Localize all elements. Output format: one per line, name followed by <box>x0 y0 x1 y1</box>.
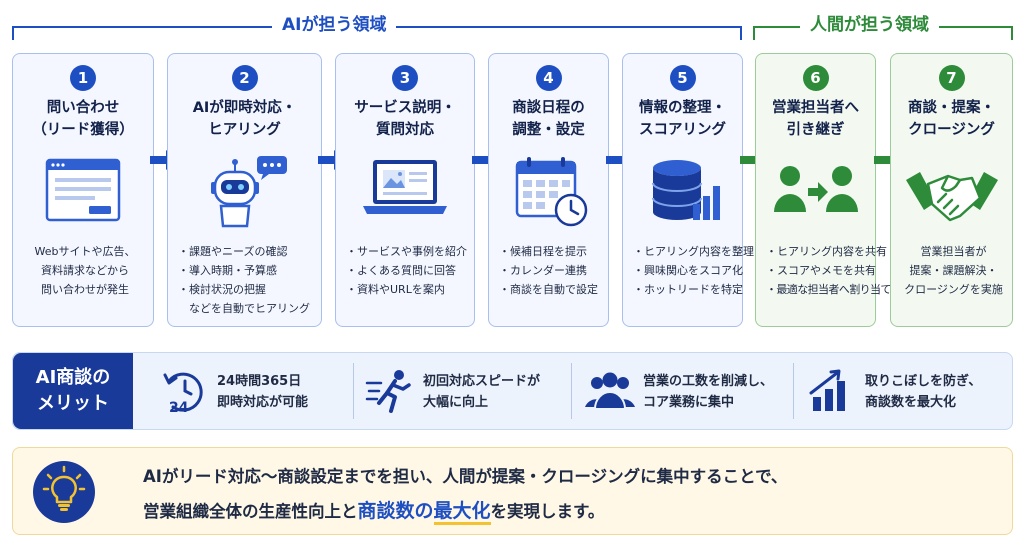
step-title: AIが即時対応・ヒアリング <box>192 100 297 138</box>
summary-line-2: 営業組織全体の生産性向上と商談数の最大化を実現します。 <box>143 496 604 525</box>
merit-text: 初回対応スピードが大幅に向上 <box>423 374 541 410</box>
step-description: 課題やニーズの確認 導入時期・予算感 検討状況の把握 などを自動でヒアリング <box>178 242 315 318</box>
highlight-text: 商談数の <box>357 500 434 522</box>
highlight-underlined-text: 最大化 <box>433 500 491 525</box>
step-title: 問い合わせ（リード獲得） <box>32 100 134 138</box>
laptop-presentation-icon <box>363 160 447 214</box>
calendar-clock-icon <box>515 157 587 227</box>
step-number: 3 <box>392 65 418 91</box>
step-description: 候補日程を提示 カレンダー連携 商談を自動で設定 <box>499 242 602 299</box>
handshake-icon <box>905 172 998 222</box>
step-description: 営業担当者が提案・課題解決・クロージングを実施 <box>904 245 1003 296</box>
merit-item: 初回対応スピードが大幅に向上 <box>365 361 575 421</box>
step-description: サービスや事例を紹介 よくある質問に回答 資料やURLを案内 <box>346 242 468 299</box>
clock-24-icon: 24 <box>163 372 203 415</box>
step-title: 営業担当者へ引き継ぎ <box>772 100 859 138</box>
divider <box>353 363 354 419</box>
step-number: 5 <box>669 65 696 91</box>
browser-window-icon <box>45 158 121 222</box>
merit-text: 営業の工数を削減し、コア業務に集中 <box>643 374 774 410</box>
ai-area-label: AIが担う領域 <box>272 12 397 38</box>
step-number: 4 <box>535 65 562 91</box>
person-handoff-icon <box>773 166 858 212</box>
summary-line-1: AIがリード対応〜商談設定までを担い、人間が提案・クロージングに集中することで、 <box>143 467 788 486</box>
step-3-card: 3 サービス説明・質問対応 サービスや事例を紹介 よくある質問に回答 資料やUR… <box>335 53 475 327</box>
step-title: 商談日程の調整・設定 <box>512 100 585 138</box>
merit-item: 24 24時間365日即時対応が可能 <box>159 361 349 421</box>
step-2-card: 2 AIが即時対応・ヒアリング 課題やニーズの確認 導入時期・予算感 検討状況の… <box>167 53 322 327</box>
step-5-card: 5 情報の整理・スコアリング ヒアリング内容を整理 興味関心をスコア化 ホットリ… <box>622 53 754 327</box>
step-number: 1 <box>70 65 96 91</box>
divider <box>571 363 572 419</box>
step-description: ヒアリング内容を共有 スコアやメモを共有 最適な担当者へ割り当て <box>766 242 891 299</box>
team-icon <box>585 372 635 410</box>
svg-text:24: 24 <box>169 400 189 415</box>
divider <box>793 363 794 419</box>
running-person-icon <box>365 370 411 413</box>
merit-item: 取りこぼしを防ぎ、商談数を最大化 <box>807 361 1007 421</box>
merit-bar: AI商談のメリット 24 24時間365日即時対応が可能 初回対応スピードが大幅… <box>12 352 1013 430</box>
merit-text: 24時間365日即時対応が可能 <box>217 374 309 410</box>
step-title: サービス説明・質問対応 <box>354 100 456 138</box>
step-7-card: 7 商談・提案・クロージング 営業担当者が提案・課題解決・クロージングを実施 <box>890 53 1013 327</box>
step-description: Webサイトや広告、資料請求などから問い合わせが発生 <box>34 245 136 296</box>
step-title: 商談・提案・クロージング <box>908 100 995 138</box>
ai-robot-chat-icon <box>210 156 287 228</box>
merit-text: 取りこぼしを防ぎ、商談数を最大化 <box>865 374 982 410</box>
database-chart-icon <box>651 160 720 220</box>
human-area-label: 人間が担う領域 <box>800 12 939 38</box>
merit-label: AI商談のメリット <box>13 353 133 429</box>
step-number: 7 <box>938 65 965 91</box>
merit-item: 営業の工数を削減し、コア業務に集中 <box>585 361 795 421</box>
growth-chart-icon <box>809 369 845 411</box>
step-title: 情報の整理・スコアリング <box>639 100 726 138</box>
step-description: ヒアリング内容を整理 興味関心をスコア化 ホットリードを特定 <box>633 242 754 299</box>
summary-box: AIがリード対応〜商談設定までを担い、人間が提案・クロージングに集中することで、… <box>12 447 1013 535</box>
step-number: 6 <box>802 65 829 91</box>
step-number: 2 <box>231 65 258 91</box>
lightbulb-icon <box>42 465 86 511</box>
step-1-card: 1 問い合わせ（リード獲得） Webサイトや広告、資料請求などから問い合わせが発… <box>12 53 154 327</box>
lightbulb-badge <box>33 461 95 523</box>
